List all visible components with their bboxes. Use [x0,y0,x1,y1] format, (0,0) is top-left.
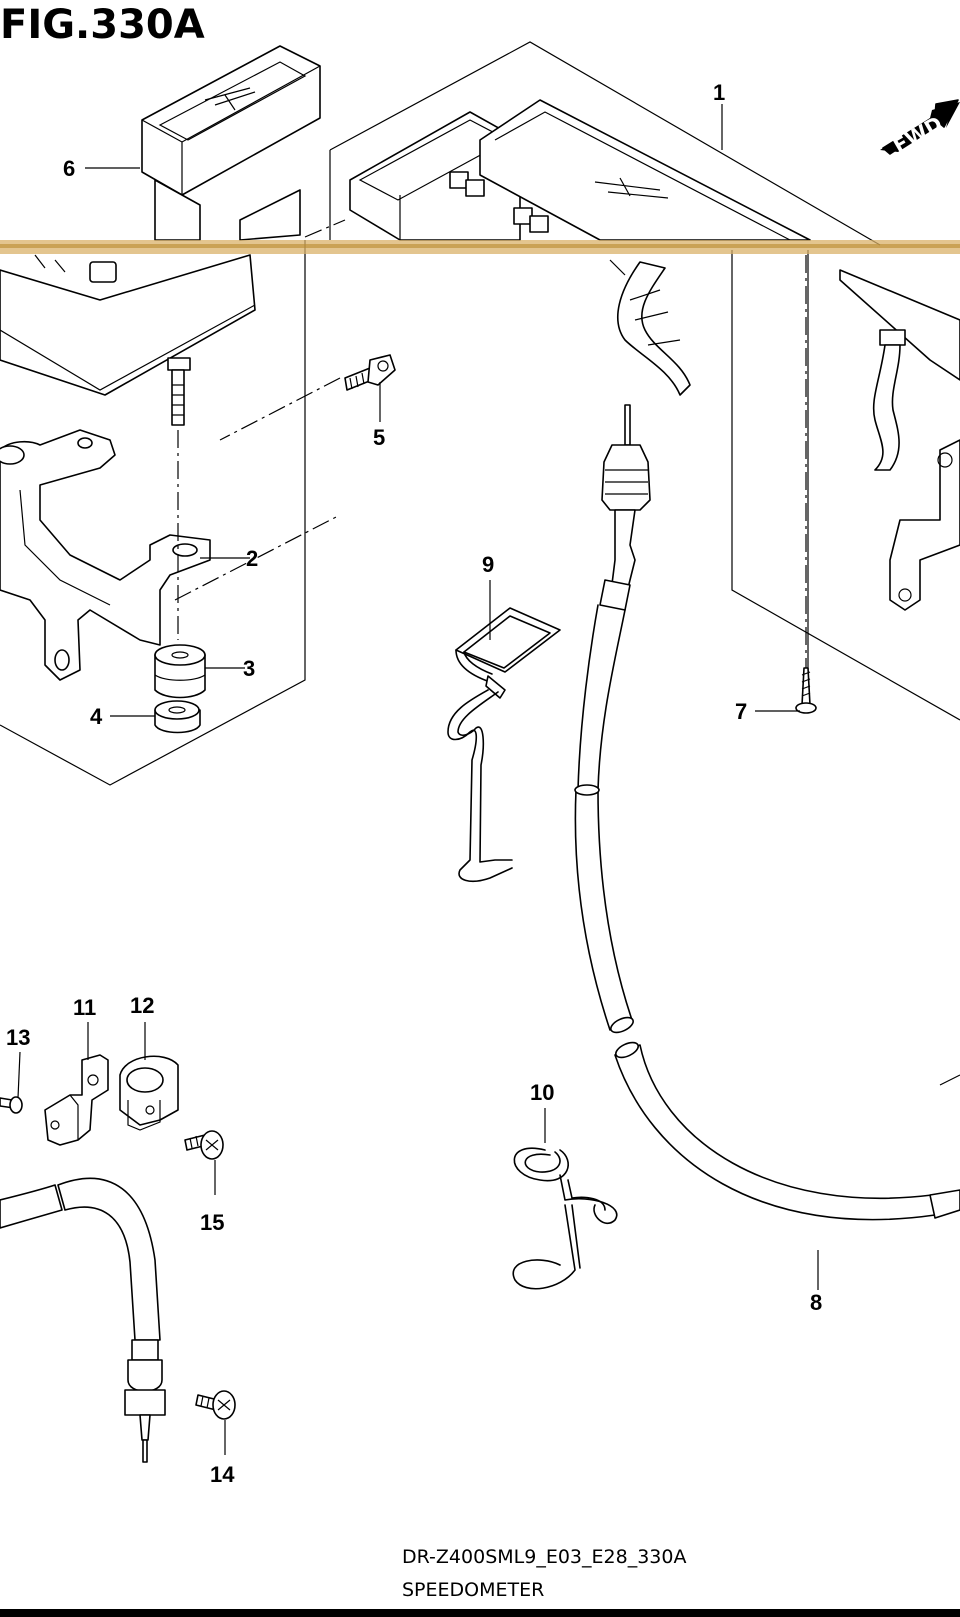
callout-9: 9 [482,552,494,577]
bracket-small-part [44,1054,109,1146]
meter-housing-left [0,254,256,426]
callout-6: 6 [63,156,75,181]
cable-guide-part [447,607,561,882]
callout-13: 13 [6,1025,30,1050]
fwd-label: FWD [889,111,946,158]
meter-housing-right [839,269,960,611]
model-code: DR-Z400SML9_E03_E28_330A [402,1546,686,1568]
bracket-part [0,429,211,681]
cable-clamp-part [119,1055,179,1131]
lower-cable [0,1177,166,1463]
speedometer-assy-part [349,99,811,396]
assembly-frame [0,41,960,786]
screw-lower-part [195,1390,236,1420]
callout-11: 11 [73,995,96,1020]
figure-title: FIG.330A [0,2,205,48]
rivet-part [0,1096,23,1114]
callout-14: 14 [210,1462,235,1487]
leader-lines [17,104,819,1455]
callout-4: 4 [90,704,103,729]
callout-2: 2 [246,546,258,571]
lamp-housing-part [141,45,321,241]
callout-10: 10 [530,1080,554,1105]
callout-8: 8 [810,1290,822,1315]
cushion-part [154,644,206,699]
screw-mid-part [184,1130,224,1160]
callout-1: 1 [713,80,725,105]
callout-15: 15 [200,1210,224,1235]
bottom-border [0,1609,960,1617]
wire-clamp-part [512,1147,618,1290]
nut-part [154,700,201,734]
callout-12: 12 [130,993,154,1018]
bolt-part [344,354,396,391]
figure-caption: SPEEDOMETER [402,1579,544,1601]
callout-labels: 1 2 3 4 5 6 7 8 9 10 11 12 13 14 15 [6,80,822,1487]
fwd-arrow-icon: FWD [880,99,960,158]
speedometer-cable-part [574,404,960,1221]
callout-7: 7 [735,699,747,724]
callout-5: 5 [373,425,385,450]
callout-3: 3 [243,656,255,681]
screw-part [795,667,817,714]
